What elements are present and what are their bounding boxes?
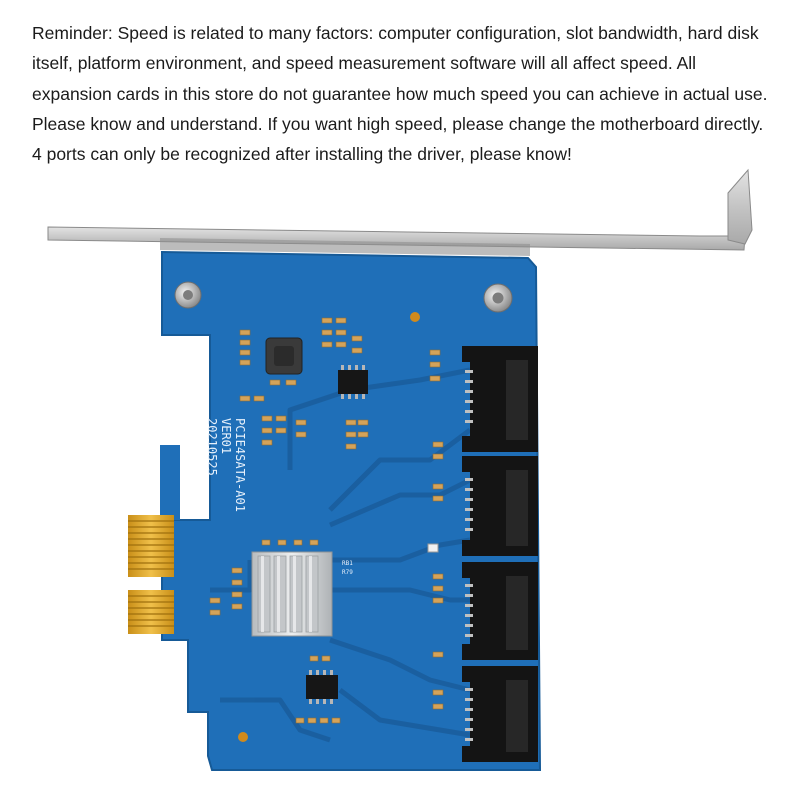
reminder-text: Reminder: Speed is related to many facto… xyxy=(32,23,768,165)
inductor xyxy=(265,337,303,375)
heatsink xyxy=(251,551,333,637)
mounting-dot-lower xyxy=(238,732,248,742)
pcb-traces xyxy=(210,367,472,743)
screw-right xyxy=(483,283,513,313)
white-component xyxy=(427,543,439,553)
ic-chip-upper xyxy=(338,365,368,399)
screw-left xyxy=(174,281,202,309)
board-model-label: PCIE4SATA-A01 xyxy=(233,418,247,512)
mounting-dot xyxy=(410,312,420,322)
sata-port-1 xyxy=(462,346,538,452)
pcie-edge-connector xyxy=(128,445,180,634)
sata-port-3 xyxy=(462,562,538,660)
board-version-label: VER01 xyxy=(219,418,233,454)
rb1-label: RB1 xyxy=(342,560,353,567)
metal-bracket xyxy=(47,168,753,256)
board-date-label: 20210525 xyxy=(205,418,219,476)
smd-components xyxy=(209,317,444,724)
sata-port-4 xyxy=(462,666,538,762)
sata-port-2 xyxy=(462,456,538,556)
r79-label: R79 xyxy=(342,569,353,576)
ic-chip-lower xyxy=(306,670,338,704)
